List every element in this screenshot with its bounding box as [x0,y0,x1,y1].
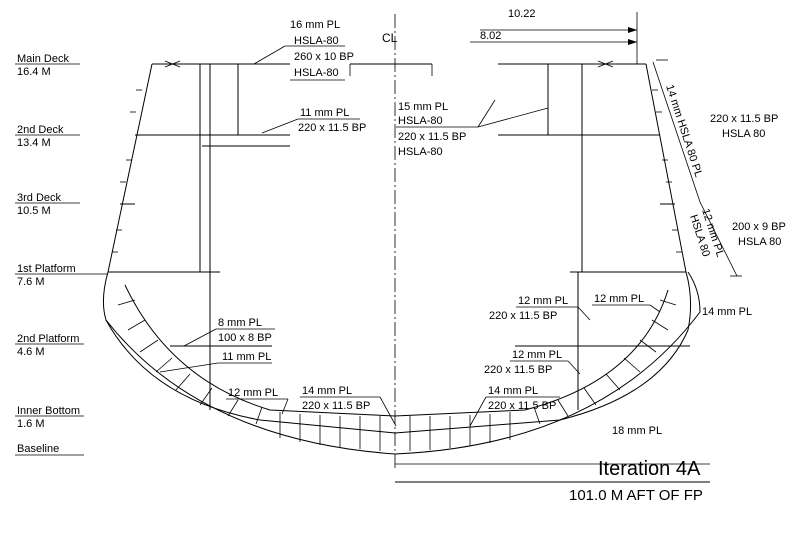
level-height: 13.4 M [17,137,51,149]
annotation-text: 14 mm PL [302,385,352,397]
annotation-text: HSLA-80 [398,115,443,127]
section-location: 101.0 M AFT OF FP [569,487,703,504]
level-height: 16.4 M [17,66,51,78]
annotation-text: 16 mm PL [290,19,340,31]
dimension-outer: 10.22 [508,8,536,20]
annotation-text: 18 mm PL [612,425,662,437]
annotation-text: HSLA-80 [294,35,339,47]
level-height: 10.5 M [17,205,51,217]
level-name: 2nd Deck [17,124,64,136]
level-name: Inner Bottom [17,405,80,417]
level-height: 1.6 M [17,418,45,430]
level-name: 3rd Deck [17,192,62,204]
level-labels: Main Deck 16.4 M 2nd Deck 13.4 M 3rd Dec… [15,53,108,456]
annotation-text: 12 mm PL [518,295,568,307]
side-plating-dims [652,59,742,277]
level-name: Main Deck [17,53,69,65]
annotation-text: HSLA-80 [398,146,443,158]
annotation-text: 220 x 11.5 BP [710,113,778,125]
annotation-text: 11 mm PL [300,107,349,119]
annotation-text: 14 mm PL [488,385,538,397]
annotation-text: 220 x 11.5 BP [488,400,556,412]
centerline: CL [382,14,398,468]
annotations: 16 mm PL HSLA-80 260 x 10 BP HSLA-80 11 … [159,19,786,437]
level-name: 2nd Platform [17,333,79,345]
annotation-text: 220 x 11.5 BP [302,400,370,412]
annotation-text: 100 x 8 BP [218,332,272,344]
level-name: Baseline [17,443,59,455]
annotation-text: 12 mm PL [228,387,278,399]
iteration-title: Iteration 4A [598,458,701,480]
annotation-text: 14 mm PL [702,306,752,318]
annotation-text: 15 mm PL [398,101,448,113]
annotation-text: 11 mm PL [222,351,271,363]
annotation-text: 260 x 10 BP [294,51,354,63]
annotation-text: 220 x 11.5 BP [484,364,552,376]
annotation-text: 220 x 11.5 BP [298,122,366,134]
dimension-inner: 8.02 [480,30,501,42]
annotation-text: 12 mm PL [512,349,562,361]
top-dimensions: 10.22 8.02 [470,8,638,64]
level-height: 7.6 M [17,276,45,288]
annotation-text: 8 mm PL [218,317,262,329]
annotation-text: 220 x 11.5 BP [489,310,557,322]
annotation-text: HSLA-80 [294,67,339,79]
annotation-text: 12 mm PL [594,293,644,305]
level-name: 1st Platform [17,263,76,275]
centerline-label: CL [382,31,398,45]
level-height: 4.6 M [17,346,45,358]
annotation-text: 14 mm HSLA 80 PL [663,83,704,179]
annotation-text: HSLA 80 [738,236,781,248]
title-block: Iteration 4A 101.0 M AFT OF FP [395,458,710,504]
annotation-text: 200 x 9 BP [732,221,786,233]
hull-structure [102,60,701,455]
annotation-text: 220 x 11.5 BP [398,131,466,143]
annotation-text: HSLA 80 [722,128,765,140]
